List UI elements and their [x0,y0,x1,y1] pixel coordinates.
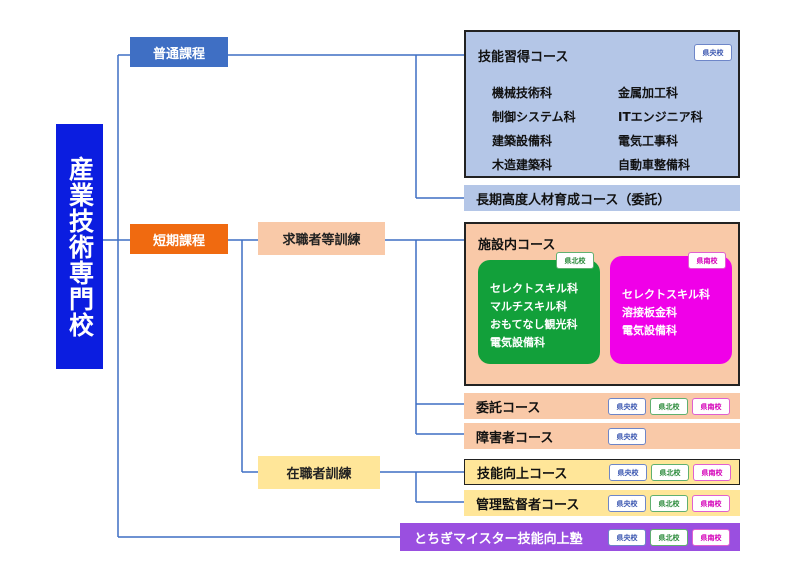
tag-kenou: 県央校 [608,495,646,512]
list-item: 建築設備科 [492,134,553,148]
course-kanri-title: 管理監督者コース [476,497,580,513]
tag-kenhoku: 県北校 [651,464,689,481]
root-label: 産業技術専門校 [65,155,95,338]
course-choki: 長期高度人材育成コース（委託） [464,185,740,211]
course-itaku-title: 委託コース [476,400,541,416]
list-item: おもてなし観光科 [490,318,578,331]
list-item: ITエンジニア科 [618,110,703,124]
tag-kenhoku: 県北校 [650,495,688,512]
tag-kenou: 県央校 [609,464,647,481]
tag-kenou: 県央校 [608,529,646,546]
list-item: 溶接板金科 [622,306,677,319]
root-node: 産業技術専門校 [56,124,103,369]
tag-kenhoku: 県北校 [650,529,688,546]
list-item: 電気設備科 [622,324,677,337]
subcategory-zaishoku: 在職者訓練 [258,456,380,489]
list-item: セレクトスキル科 [490,282,578,295]
tag-kenou: 県央校 [608,428,646,445]
course-itaku: 委託コース 県央校 県北校 県南校 [464,393,740,419]
subcategory-zaishoku-label: 在職者訓練 [286,467,352,482]
subcategory-kyushoku: 求職者等訓練 [258,222,385,255]
category-futsu: 普通課程 [130,37,228,67]
list-item: 自動車整備科 [618,158,691,172]
north-school-box: 県北校 セレクトスキル科 マルチスキル科 おもてなし観光科 電気設備科 [478,252,600,364]
tag-kenhoku: 県北校 [556,252,594,269]
tag-kenhoku: 県北校 [650,398,688,415]
category-futsu-label: 普通課程 [152,46,205,62]
course-ginou-list: 機械技術科 金属加工科 制御システム科 ITエンジニア科 建築設備科 電気工事科… [492,84,722,173]
category-tanki: 短期課程 [130,224,228,254]
tag-kennan: 県南校 [692,495,730,512]
list-item: 金属加工科 [618,86,679,100]
subcategory-kyushoku-label: 求職者等訓練 [282,233,361,248]
tag-kenou: 県央校 [694,44,732,61]
course-shogai-title: 障害者コース [476,430,554,446]
course-koujou: 技能向上コース 県央校 県北校 県南校 [464,459,740,485]
tag-kennan: 県南校 [693,464,731,481]
list-item: 機械技術科 [492,86,553,100]
course-meister-title: とちぎマイスター技能向上塾 [414,531,583,547]
north-school-list: セレクトスキル科 マルチスキル科 おもてなし観光科 電気設備科 [490,280,578,352]
course-koujou-title: 技能向上コース [477,466,568,482]
list-item: 制御システム科 [492,110,576,124]
course-meister: とちぎマイスター技能向上塾 県央校 県北校 県南校 [400,523,740,551]
tag-kenou: 県央校 [608,398,646,415]
south-school-list: セレクトスキル科 溶接板金科 電気設備科 [622,286,710,340]
list-item: セレクトスキル科 [622,288,710,301]
course-ginou-title: 技能習得コース [478,50,569,65]
tag-kennan: 県南校 [688,252,726,269]
course-choki-title: 長期高度人材育成コース（委託） [476,192,671,208]
list-item: 電気工事科 [618,134,679,148]
list-item: 木造建築科 [492,158,553,172]
list-item: 電気設備科 [490,336,545,349]
tag-kennan: 県南校 [692,529,730,546]
course-shogai: 障害者コース 県央校 [464,423,740,449]
course-shisetsu-panel: 施設内コース 県北校 セレクトスキル科 マルチスキル科 おもてなし観光科 電気設… [464,222,740,386]
south-school-box: 県南校 セレクトスキル科 溶接板金科 電気設備科 [610,252,732,364]
course-kanri: 管理監督者コース 県央校 県北校 県南校 [464,490,740,516]
tag-kennan: 県南校 [692,398,730,415]
course-shisetsu-title: 施設内コース [478,238,556,253]
category-tanki-label: 短期課程 [152,233,205,249]
course-ginou-panel: 技能習得コース 県央校 機械技術科 金属加工科 制御システム科 ITエンジニア科… [464,30,740,178]
list-item: マルチスキル科 [490,300,567,313]
